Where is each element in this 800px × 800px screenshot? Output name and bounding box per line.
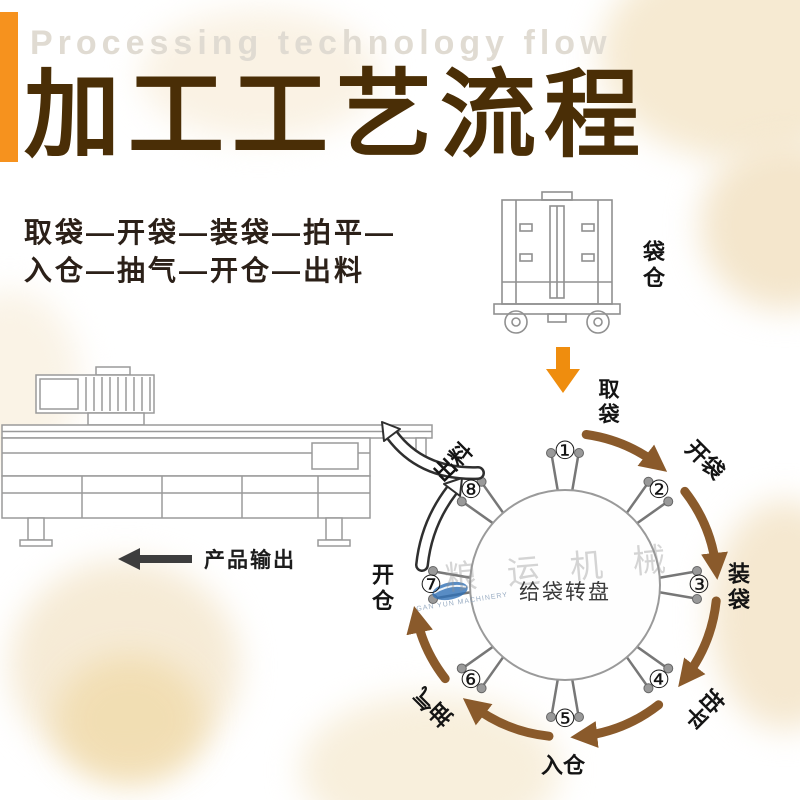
process-summary: 取袋—开袋—装袋—拍平— 入仓—抽气—开仓—出料 <box>24 214 396 290</box>
process-summary-line1: 取袋—开袋—装袋—拍平— <box>24 217 397 248</box>
flow-arc-arrows <box>406 430 728 748</box>
station-number-8: ⑧ <box>459 476 483 504</box>
brand-logo <box>432 581 468 601</box>
turntable-drawing <box>381 421 728 748</box>
station-number-2: ② <box>647 476 671 504</box>
station-label-7: 开仓 <box>369 563 394 615</box>
subtitle-en: Processing technology flow <box>30 24 612 62</box>
background-blob <box>55 655 205 785</box>
product-output-label: 产品输出 <box>204 549 296 572</box>
bag-magazine-label: 袋仓 <box>640 240 665 292</box>
station-label-3: 装袋 <box>725 562 750 614</box>
left-arrow-icon <box>118 548 192 570</box>
station-number-7: ⑦ <box>419 571 443 599</box>
background-blob <box>700 140 800 310</box>
page-title: 加工工艺流程 <box>24 62 648 169</box>
station-number-6: ⑥ <box>459 666 483 694</box>
turntable-circle <box>469 489 661 681</box>
station-number-1: ① <box>553 437 577 465</box>
station-label-1: 取袋 <box>596 378 619 428</box>
vacuum-conveyor-drawing <box>1 366 433 547</box>
down-arrow-icon <box>546 347 580 393</box>
title-accent-bar <box>0 12 18 162</box>
exit-arrows <box>381 421 485 572</box>
station-number-5: ⑤ <box>553 705 577 733</box>
turntable-center-label: 给袋转盘 <box>519 581 611 604</box>
station-number-4: ④ <box>647 666 671 694</box>
bag-magazine-drawing <box>493 191 621 334</box>
station-number-3: ③ <box>687 571 711 599</box>
process-summary-line2: 入仓—抽气—开仓—出料 <box>24 254 366 286</box>
background-blob <box>140 10 380 140</box>
product-output: 产品输出 <box>118 544 296 574</box>
station-label-5: 入仓 <box>540 753 586 778</box>
